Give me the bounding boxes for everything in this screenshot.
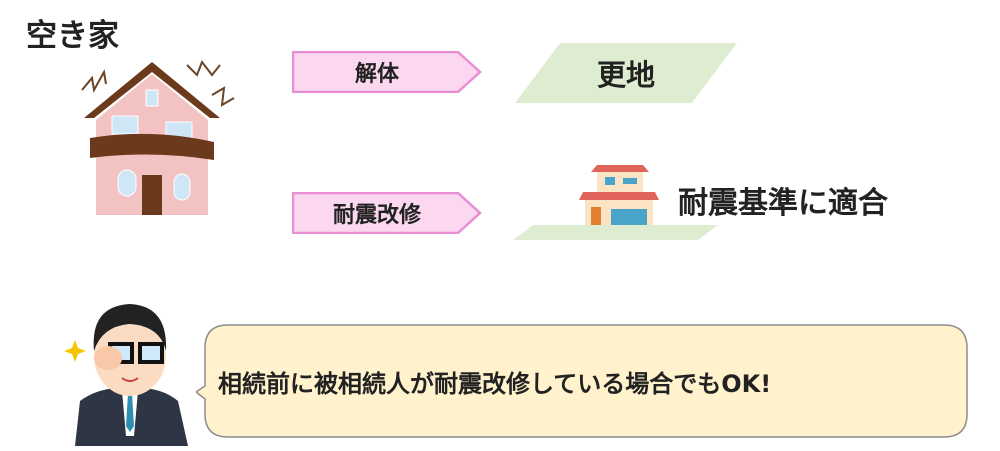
vacant-land-shape: 更地 [515, 43, 737, 103]
vacant-house-icon [81, 59, 235, 215]
page-title: 空き家 [26, 18, 119, 54]
earthquake-standard-label: 耐震基準に適合 [678, 186, 888, 221]
demolish-label: 解体 [354, 62, 399, 87]
retrofitted-house-icon [513, 165, 718, 240]
vacant-land-label: 更地 [596, 58, 655, 92]
speech-bubble: 相続前に被相続人が耐震改修している場合でもOK! [196, 324, 968, 438]
speech-text: 相続前に被相続人が耐震改修している場合でもOK! [218, 369, 772, 398]
businessman-icon [64, 304, 188, 446]
retrofit-label: 耐震改修 [332, 203, 421, 228]
demolish-arrow: 解体 [292, 51, 482, 93]
retrofit-arrow: 耐震改修 [292, 192, 482, 234]
